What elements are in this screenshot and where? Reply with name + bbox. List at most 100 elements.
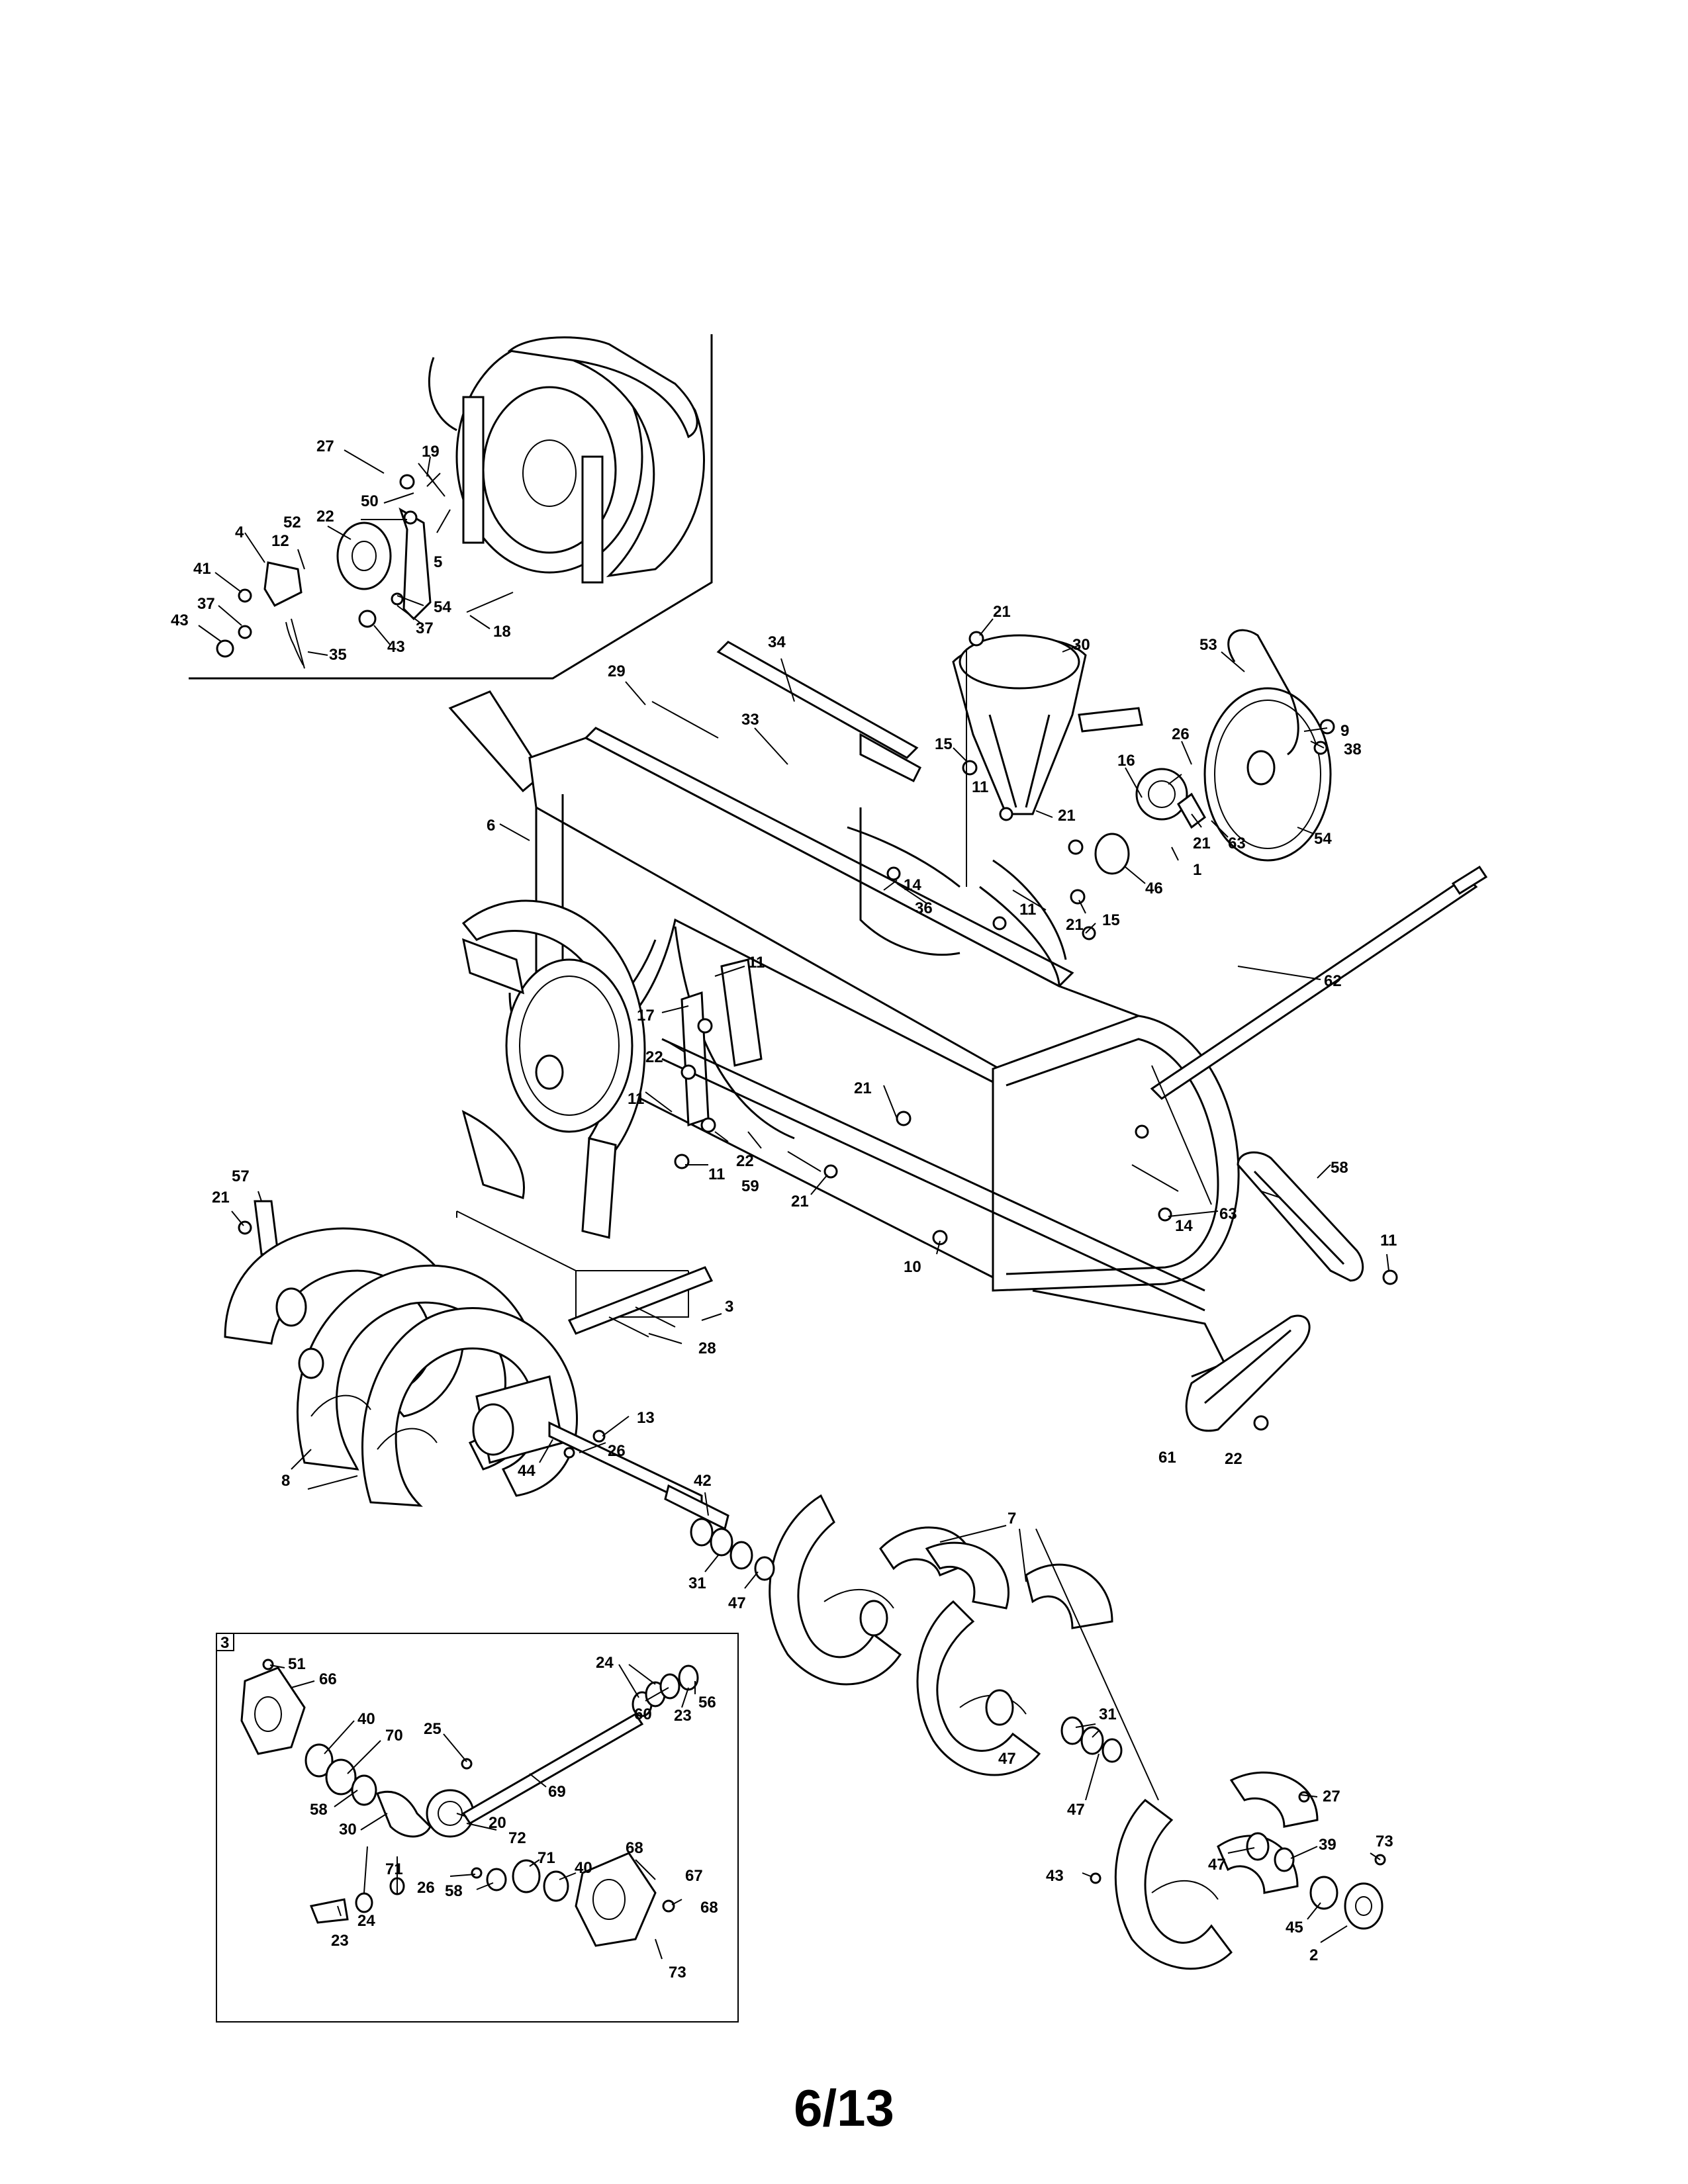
part-label: 22	[736, 1152, 754, 1170]
part-label: 27	[316, 437, 334, 455]
part-label: 21	[993, 603, 1011, 621]
part-label: 53	[1199, 636, 1217, 654]
part-label: 17	[637, 1007, 655, 1024]
part-label: 11	[1380, 1232, 1397, 1250]
part-label: 34	[768, 633, 786, 651]
part-label: 43	[387, 638, 405, 656]
part-label: 18	[493, 623, 511, 641]
part-label: 15	[1102, 911, 1120, 929]
part-label: 57	[232, 1167, 250, 1185]
part-label: 33	[741, 711, 759, 729]
part-label: 21	[791, 1193, 809, 1210]
part-label: 22	[1225, 1450, 1243, 1468]
part-label: 63	[1228, 835, 1246, 852]
part-label: 54	[1314, 830, 1332, 848]
part-label: 66	[319, 1670, 337, 1688]
part-label: 31	[688, 1574, 706, 1592]
part-label: 73	[1376, 1833, 1393, 1850]
part-label: 45	[1286, 1919, 1303, 1936]
part-label: 63	[1219, 1205, 1237, 1223]
part-label: 39	[1319, 1836, 1336, 1854]
skid-shoe	[1237, 1151, 1364, 1282]
part-label: 4	[235, 523, 244, 541]
part-label: 26	[417, 1879, 435, 1897]
engine-pulley-inset	[189, 334, 713, 680]
impeller	[461, 899, 646, 1239]
part-label: 11	[748, 954, 765, 972]
part-label: 43	[1046, 1867, 1064, 1885]
part-label: 21	[1066, 916, 1084, 934]
part-label: 42	[694, 1472, 712, 1490]
part-label: 69	[548, 1783, 566, 1801]
part-label: 62	[1324, 972, 1342, 990]
part-label: 5	[434, 553, 442, 571]
part-label: 9	[1340, 722, 1349, 740]
part-label: 7	[1008, 1510, 1016, 1527]
part-label: 58	[445, 1882, 463, 1900]
part-label: 6	[487, 817, 495, 835]
drive-shaft	[1150, 865, 1488, 1100]
part-label: 21	[1058, 807, 1076, 825]
part-label: 38	[1344, 741, 1362, 758]
part-label: 37	[197, 595, 215, 613]
part-label: 73	[669, 1964, 686, 1981]
part-label: 67	[685, 1867, 703, 1885]
part-label: 30	[339, 1821, 357, 1839]
part-label: 12	[271, 532, 289, 550]
part-label: 1	[1193, 861, 1201, 879]
part-label: 71	[538, 1849, 555, 1867]
part-label: 27	[1323, 1788, 1340, 1805]
right-auger	[769, 1494, 1319, 1970]
page-number: 6/13	[794, 2079, 894, 2137]
inset-tag: 3	[220, 1634, 229, 1652]
part-label: 22	[645, 1048, 663, 1066]
part-label: 23	[331, 1932, 349, 1950]
part-label: 35	[329, 646, 347, 664]
part-label: 47	[728, 1594, 746, 1612]
part-label: 3	[725, 1298, 733, 1316]
part-label: 36	[915, 899, 933, 917]
part-label: 19	[422, 443, 440, 461]
part-label: 25	[424, 1720, 442, 1738]
part-label: 22	[316, 508, 334, 525]
part-label: 40	[357, 1710, 375, 1728]
scraper-bar	[1185, 1314, 1311, 1432]
part-label: 40	[575, 1859, 592, 1877]
part-label: 20	[489, 1814, 506, 1832]
part-label: 68	[626, 1839, 643, 1857]
part-label: 56	[698, 1694, 716, 1711]
part-label: 46	[1145, 880, 1163, 897]
gearbox-inset	[216, 1633, 739, 2023]
part-label: 23	[674, 1707, 692, 1725]
part-label: 11	[708, 1165, 725, 1183]
left-auger	[224, 1227, 578, 1507]
part-label: 50	[361, 492, 379, 510]
part-label: 47	[1208, 1856, 1226, 1874]
part-label: 60	[634, 1706, 652, 1723]
part-label: 24	[357, 1912, 375, 1930]
part-label: 31	[1099, 1706, 1117, 1723]
part-label: 8	[281, 1472, 290, 1490]
part-label: 70	[385, 1727, 403, 1745]
part-label: 72	[508, 1829, 526, 1847]
part-label: 10	[904, 1258, 921, 1276]
part-label: 47	[1067, 1801, 1085, 1819]
part-label: 26	[608, 1442, 626, 1460]
part-label: 21	[1193, 835, 1211, 852]
part-label: 14	[1175, 1217, 1193, 1235]
part-labels: 27 19 50 22 52 4 12 41 37 43 35 54 37 43…	[171, 437, 1397, 1981]
part-label: 58	[310, 1801, 328, 1819]
part-label: 26	[1172, 725, 1190, 743]
part-label: 30	[1072, 636, 1090, 654]
part-label: 52	[283, 514, 301, 531]
part-label: 21	[212, 1189, 230, 1206]
part-label: 41	[193, 560, 211, 578]
part-label: 51	[288, 1655, 306, 1673]
part-label: 43	[171, 612, 189, 629]
drive-pulley	[1094, 629, 1335, 875]
impeller-shaft	[651, 641, 921, 783]
part-label: 11	[972, 778, 988, 796]
part-label: 29	[608, 662, 626, 680]
